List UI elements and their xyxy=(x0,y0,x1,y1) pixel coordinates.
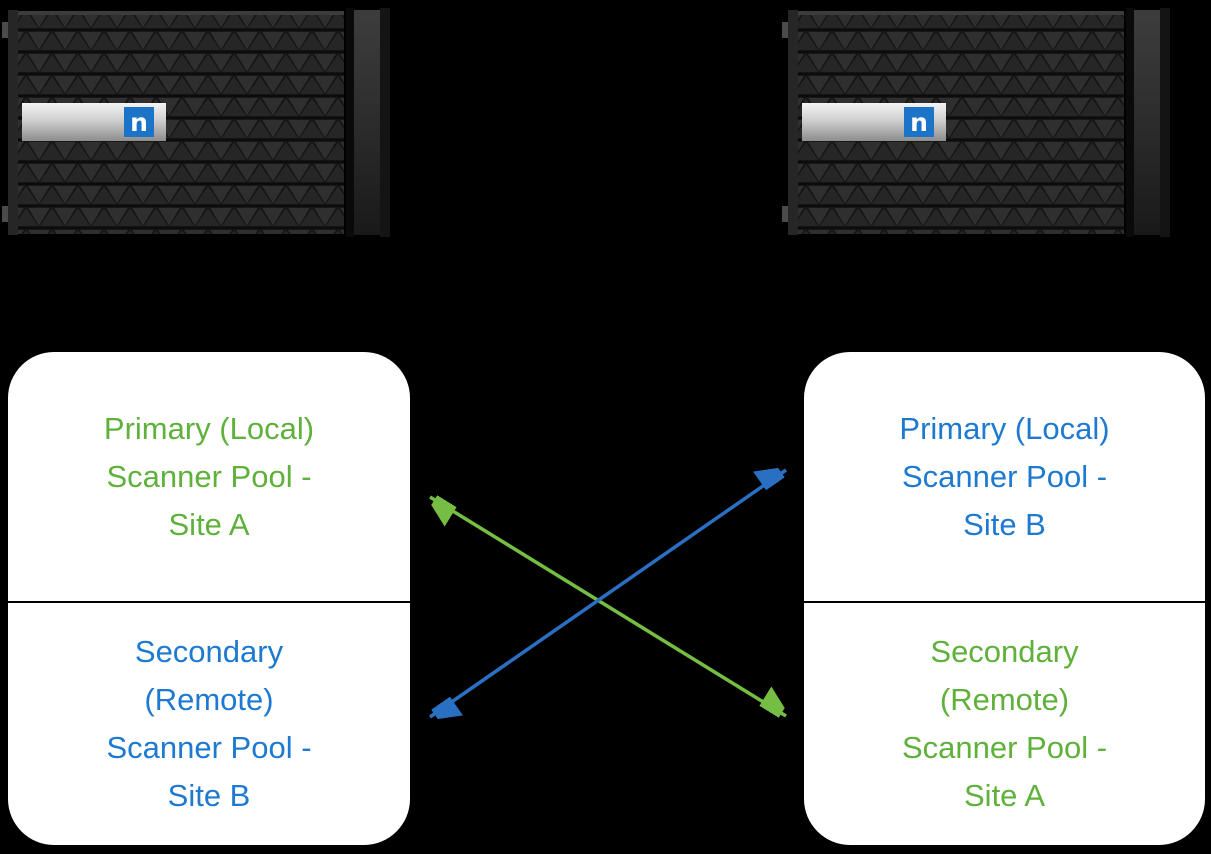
primary-scanner-pool-site-b-label: Primary (Local) Scanner Pool - Site B xyxy=(899,410,1110,542)
divider-line xyxy=(804,601,1205,603)
secondary-scanner-pool-site-a-label: Secondary (Remote) Scanner Pool - Site A xyxy=(901,634,1108,813)
right-rail xyxy=(354,10,380,235)
netapp-logo-letter: n xyxy=(130,108,148,137)
divider-line xyxy=(8,601,410,603)
netapp-logo-icon xyxy=(124,107,154,137)
storage-array-right-graphic: n xyxy=(780,8,1170,237)
storage-array-left-graphic: n xyxy=(0,8,390,237)
secondary-scanner-pool-site-b-label: Secondary (Remote) Scanner Pool - Site B xyxy=(106,634,312,813)
storage-array-right-image: n xyxy=(780,8,1170,237)
arrow-site-b-pool-connection xyxy=(429,470,787,717)
scanner-pool-box-right: Primary (Local) Scanner Pool - Site B Se… xyxy=(804,352,1205,845)
primary-scanner-pool-site-a-label: Primary (Local) Scanner Pool - Site A xyxy=(103,410,315,542)
storage-array-left-image: n xyxy=(0,8,390,237)
scanner-pool-box-left: Primary (Local) Scanner Pool - Site A Se… xyxy=(8,352,410,845)
right-rail xyxy=(1134,10,1160,235)
netapp-logo-icon xyxy=(904,107,934,137)
netapp-logo-letter: n xyxy=(910,108,928,137)
arrow-site-a-pool-connection xyxy=(430,497,786,716)
